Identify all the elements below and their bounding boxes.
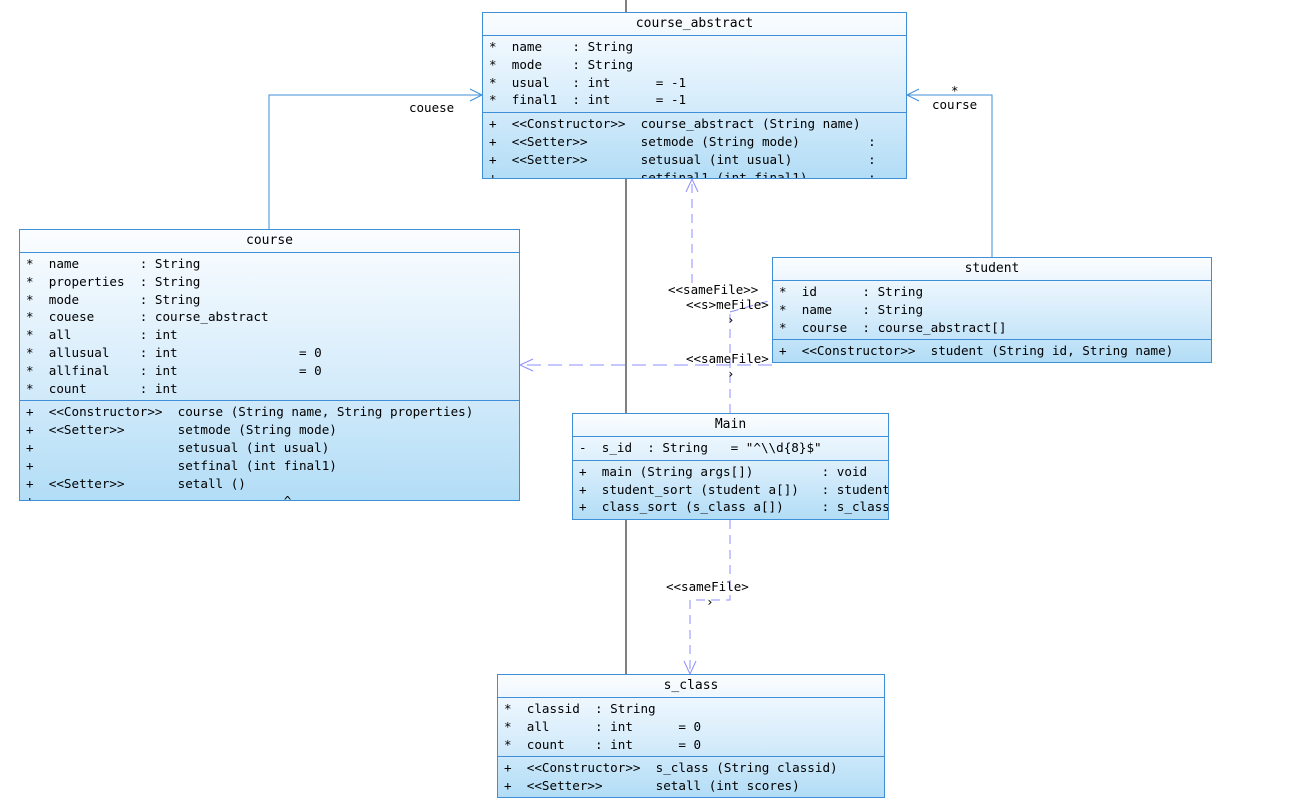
class-title: Main	[573, 414, 888, 437]
arrowhead-dep-1	[685, 177, 699, 193]
method-row: + class_sort (s_class a[]) : s_class	[579, 499, 889, 515]
method-row: + setfinal (int final1)	[26, 457, 337, 473]
methods-section: + main (String args[]) : void + student_…	[573, 461, 888, 519]
dep-main-to-student-h	[729, 299, 773, 313]
attributes-section: * name : String * properties : String * …	[20, 253, 519, 402]
method-row: + <<Setter>> setall ()	[26, 475, 246, 491]
attribute-row: * all : int = 0	[504, 718, 702, 734]
arrowhead-course	[905, 88, 920, 102]
method-row: + <<Constructor>> course (String name, S…	[26, 404, 474, 420]
method-row: + <<Setter>> setmode (String mode)	[26, 422, 337, 438]
attributes-section: - s_id : String = "^\\d{8}$"	[573, 437, 888, 461]
assoc-student-to-course-abstract[interactable]	[907, 94, 993, 257]
attribute-row: * properties : String	[26, 273, 201, 289]
attribute-row: - s_id : String = "^\\d{8}$"	[579, 440, 822, 455]
attribute-row: * mode : String	[26, 291, 201, 307]
attribute-row: * final1 : int = -1	[489, 92, 687, 108]
method-row: + setfinal1 (int final1) :	[489, 169, 876, 179]
label-samefile-chevron-4: ›	[706, 594, 714, 609]
attribute-row: * classid : String	[504, 701, 656, 716]
assoc-course-to-course-abstract[interactable]	[268, 94, 482, 229]
attribute-row: * name : String	[489, 39, 634, 54]
class-title: course_abstract	[483, 13, 906, 36]
dep-main-to-s-class[interactable]	[689, 520, 731, 674]
method-row: + <<Setter>> setusual (int usual) :	[489, 151, 876, 167]
attribute-row: * name : String	[26, 256, 201, 271]
label-samefile-3: <<sameFile>	[686, 351, 769, 366]
label-course-role: course	[932, 97, 978, 112]
methods-section: + <<Constructor>> s_class (String classi…	[498, 757, 885, 797]
method-row: + ... ^	[26, 493, 292, 501]
class-main[interactable]: Main - s_id : String = "^\\d{8}$" + main…	[572, 413, 889, 520]
attributes-section: * classid : String * all : int = 0 * cou…	[498, 698, 884, 758]
method-row: + <<Constructor>> s_class (String classi…	[504, 760, 838, 776]
class-course[interactable]: course * name : String * properties : St…	[19, 229, 520, 501]
attribute-row: * name : String	[779, 301, 924, 317]
class-title: s_class	[498, 675, 884, 698]
method-row: + <<Setter>> setall (int scores) :	[504, 778, 885, 794]
class-s-class[interactable]: s_class * classid : String * all : int =…	[497, 674, 885, 798]
label-samefile-4: <<sameFile>	[666, 579, 749, 594]
method-row: + main (String args[]) : void	[579, 463, 868, 479]
class-student[interactable]: student * id : String * name : String * …	[772, 257, 1212, 363]
method-row: + <<Setter>> setmode (String mode) :	[489, 133, 876, 149]
methods-section: + <<Constructor>> course_abstract (Strin…	[483, 113, 906, 179]
class-title: course	[20, 230, 519, 253]
method-row: + <<Constructor>> course_abstract (Strin…	[489, 116, 861, 132]
method-row: + setusual (int usual)	[26, 439, 330, 455]
attribute-row: * count : int	[26, 380, 178, 396]
methods-section: + <<Constructor>> course (String name, S…	[20, 401, 519, 501]
class-course-abstract[interactable]: course_abstract * name : String * mode :…	[482, 12, 907, 179]
label-samefile-chevron-3: ›	[727, 366, 735, 381]
attribute-row: * id : String	[779, 284, 924, 299]
attribute-row: * usual : int = -1	[489, 74, 687, 90]
attributes-section: * id : String * name : String * course :…	[773, 281, 1211, 341]
label-samefile-chevron-2: ›	[727, 312, 735, 327]
label-samefile-1: <<sameFile>>	[668, 282, 759, 297]
methods-section: + <<Constructor>> student (String id, St…	[773, 340, 1211, 362]
arrowhead-dep-course	[518, 358, 534, 372]
label-course-multiplicity: *	[951, 83, 959, 98]
attribute-row: * couese : course_abstract	[26, 309, 269, 325]
label-samefile-2: <<s>meFile>	[686, 297, 769, 312]
attribute-row: * allusual : int = 0	[26, 344, 322, 360]
attribute-row: * mode : String	[489, 56, 634, 72]
attributes-section: * name : String * mode : String * usual …	[483, 36, 906, 114]
method-row: + <<Constructor>> student (String id, St…	[779, 343, 1174, 359]
attribute-row: * allfinal : int = 0	[26, 362, 322, 378]
class-title: student	[773, 258, 1211, 281]
method-row: + student_sort (student a[]) : student	[579, 481, 889, 497]
attribute-row: * all : int	[26, 327, 178, 343]
label-couese: couese	[409, 100, 455, 115]
attribute-row: * count : int = 0	[504, 736, 702, 752]
attribute-row: * course : course_abstract[]	[779, 319, 1007, 335]
